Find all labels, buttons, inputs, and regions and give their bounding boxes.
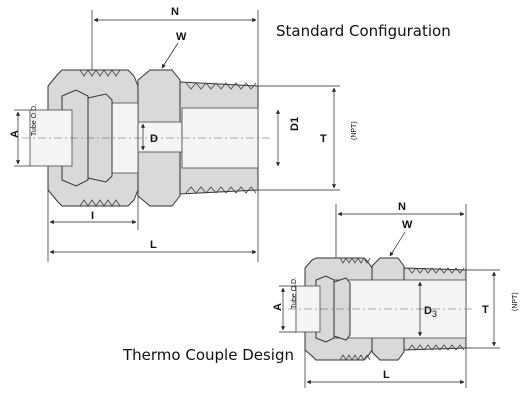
standard-n-label: N — [171, 6, 179, 18]
standard-tube-od-label: Tube O.D. — [31, 104, 38, 136]
standard-i-label: I — [91, 210, 94, 222]
thermo-npt-thread-top — [407, 267, 465, 274]
thermo-w-leader — [389, 231, 406, 257]
standard-fitting-drawing: N W A Tube O.D. D D1 T (NPT) — [9, 6, 358, 262]
thermo-npt-thread-bottom — [407, 344, 465, 351]
standard-throat — [137, 121, 183, 153]
thermo-nut-thread-top — [339, 257, 371, 264]
thermo-npt-label: (NPT) — [512, 292, 519, 311]
standard-npt-thread-top — [185, 82, 257, 90]
thermo-d3-subscript: 3 — [432, 309, 437, 319]
thermo-d3-label: D3 — [424, 305, 437, 319]
standard-l-label: L — [150, 239, 157, 251]
standard-w-leader — [161, 42, 179, 69]
thermo-nut-thread-bottom — [339, 354, 371, 361]
standard-d1-label: D1 — [289, 117, 301, 131]
standard-d-label: D — [150, 133, 158, 145]
thermo-l-label: L — [383, 369, 390, 381]
thermo-d3-main: D — [424, 305, 432, 317]
standard-back-ferrule — [87, 93, 113, 183]
thermo-fitting-drawing: N W A Tube O.D. D3 T (NPT) L — [272, 201, 519, 388]
standard-npt-thread-bottom — [185, 186, 257, 194]
thermo-couple-caption: Thermo Couple Design — [123, 346, 294, 364]
thermo-w-label: W — [402, 219, 413, 231]
thermo-t-label: T — [482, 304, 489, 316]
thermo-tube-od-label: Tube O.D. — [291, 277, 298, 309]
standard-nut-thread-bottom — [79, 199, 121, 207]
thermo-n-label: N — [398, 201, 406, 213]
standard-a-label: A — [9, 130, 21, 138]
standard-w-label: W — [176, 31, 187, 43]
thermo-a-label: A — [272, 303, 284, 311]
standard-npt-label: (NPT) — [351, 121, 358, 140]
standard-configuration-caption: Standard Configuration — [276, 22, 451, 40]
standard-t-label: T — [320, 133, 327, 145]
standard-nut-thread-top — [79, 69, 121, 77]
